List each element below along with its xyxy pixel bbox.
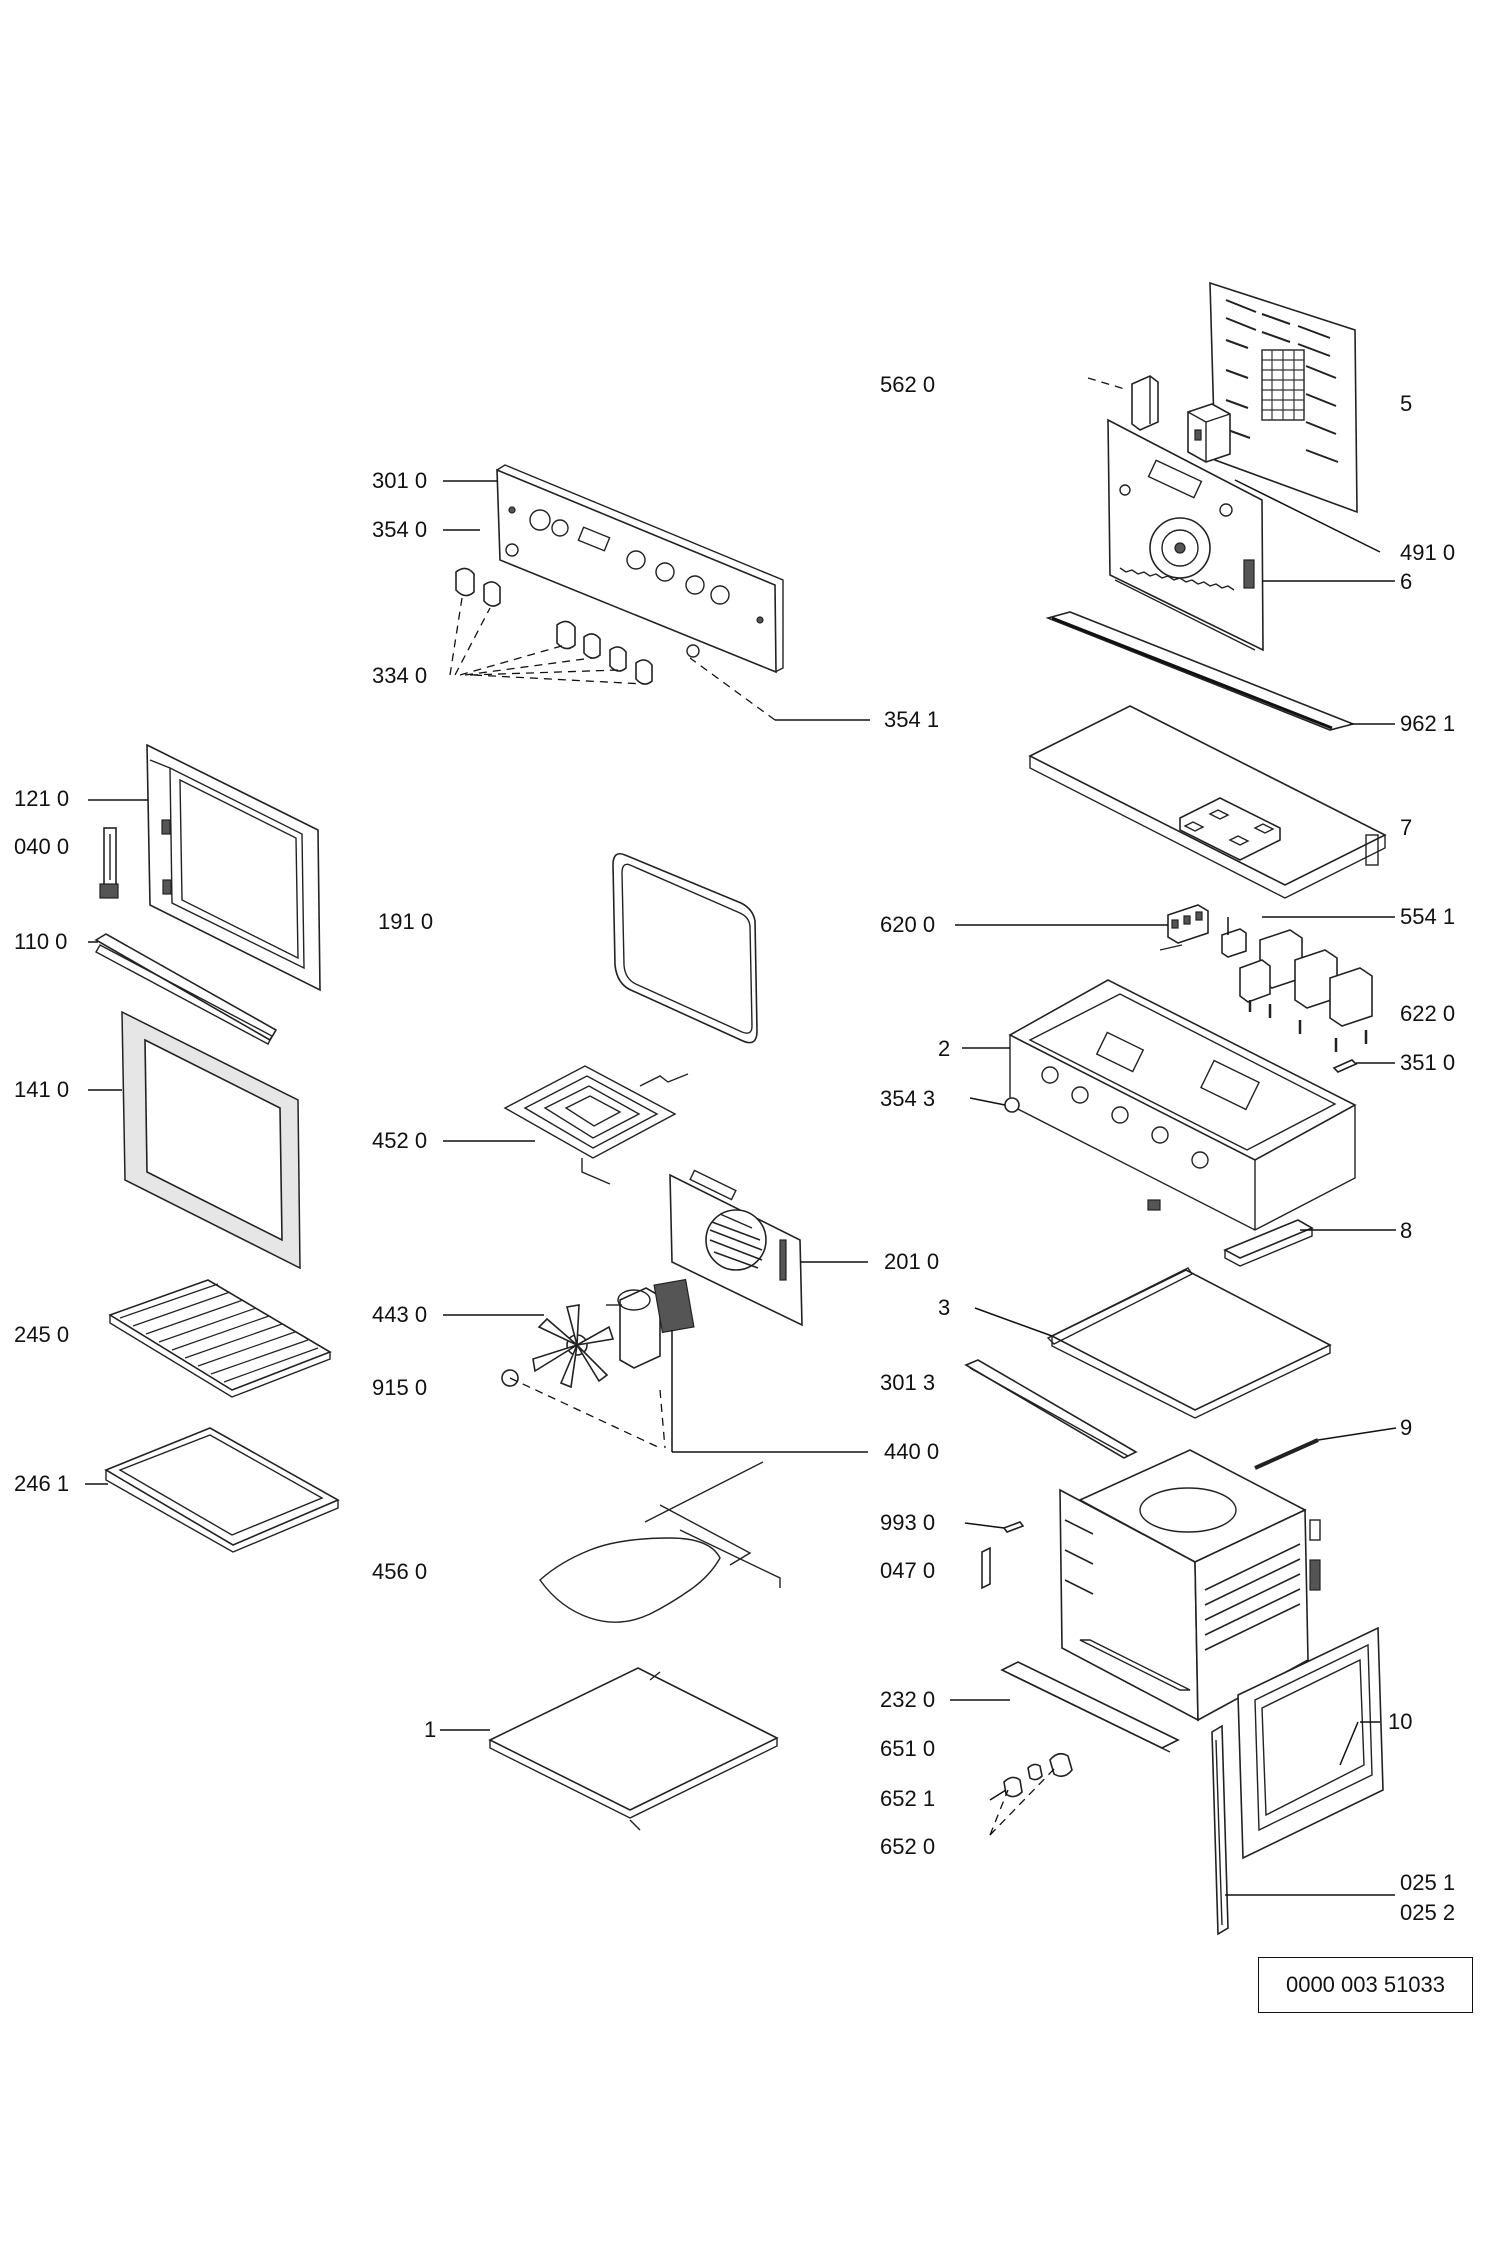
part-label: 652 0 — [880, 1834, 936, 1859]
baking-tray — [104, 1427, 340, 1553]
part-label: 301 3 — [880, 1370, 936, 1395]
part-label: 622 0 — [1400, 1001, 1456, 1026]
oven-door — [146, 743, 321, 992]
part-label: 201 0 — [884, 1249, 940, 1274]
part-label: 334 0 — [372, 663, 428, 688]
part-label: 452 0 — [372, 1128, 428, 1153]
part-label: 652 1 — [880, 1786, 936, 1811]
part-label: 246 1 — [14, 1471, 70, 1496]
part-label: 7 — [1400, 815, 1413, 840]
part-label: 993 0 — [880, 1510, 936, 1535]
control-box — [1008, 979, 1357, 1231]
oven-cavity — [1059, 1449, 1321, 1722]
part-label: 2 — [938, 1036, 951, 1061]
bracket — [981, 1546, 991, 1590]
part-label: 620 0 — [880, 912, 936, 937]
part-label: 354 1 — [884, 707, 940, 732]
wiring-diagram-sheet — [1209, 281, 1358, 514]
part-label: 456 0 — [372, 1559, 428, 1584]
part-label: 562 0 — [880, 372, 936, 397]
part-label: 962 1 — [1400, 711, 1456, 736]
gasket-strip — [1045, 611, 1356, 731]
fixing-pin — [1332, 1059, 1358, 1073]
rear-panel — [1107, 418, 1264, 652]
leader-lines — [85, 377, 1397, 1896]
top-cover — [1028, 705, 1387, 899]
lamp-parts — [1003, 1752, 1073, 1798]
part-label: 915 0 — [372, 1375, 428, 1400]
guide-rod — [1254, 1438, 1319, 1470]
knob-ring — [505, 543, 519, 557]
door-frame — [1237, 1626, 1384, 1860]
hinge-strip — [1211, 1724, 1229, 1936]
thermostat-group — [1221, 928, 1373, 1052]
part-label: 232 0 — [880, 1687, 936, 1712]
door-hinge — [99, 827, 119, 899]
part-label: 354 3 — [880, 1086, 936, 1111]
fan-cover — [669, 1169, 803, 1327]
part-label: 8 — [1400, 1218, 1413, 1243]
part-label: 245 0 — [14, 1322, 70, 1347]
terminal-block — [1159, 904, 1209, 951]
door-handle — [94, 933, 278, 1045]
part-label: 025 2 — [1400, 1900, 1456, 1925]
part-label: 651 0 — [880, 1736, 936, 1761]
transformer-part — [1187, 403, 1231, 463]
part-label: 1 — [424, 1717, 437, 1742]
trim-strip — [964, 1359, 1138, 1459]
knob-ring — [686, 644, 700, 658]
bottom-heater — [539, 1461, 781, 1623]
part-label: 110 0 — [14, 929, 68, 954]
part-label: 491 0 — [1400, 540, 1456, 565]
side-panel — [1046, 1267, 1332, 1419]
part-label: 040 0 — [14, 834, 70, 859]
part-label: 5 — [1400, 391, 1413, 416]
part-label: 025 1 — [1400, 1870, 1456, 1895]
grill-element — [503, 1065, 689, 1185]
part-label: 191 0 — [378, 909, 434, 934]
cavity-glass — [612, 852, 758, 1044]
screw — [1002, 1521, 1025, 1533]
part-label: 554 1 — [1400, 904, 1456, 929]
part-label: 354 0 — [372, 517, 428, 542]
part-label: 141 0 — [14, 1077, 70, 1102]
knobs — [455, 567, 653, 685]
wire-rack — [108, 1279, 332, 1398]
part-label: 6 — [1400, 569, 1413, 594]
fan-motor — [606, 1278, 695, 1369]
floor-plate — [488, 1667, 779, 1831]
part-label: 9 — [1400, 1415, 1413, 1440]
part-label: 047 0 — [880, 1558, 936, 1583]
part-label: 121 0 — [14, 786, 70, 811]
part-label: 443 0 — [372, 1302, 428, 1327]
inner-glass — [121, 1010, 301, 1270]
part-label: 440 0 — [884, 1439, 940, 1464]
document-number-box: 0000 003 51033 — [1258, 1957, 1473, 2013]
document-number: 0000 003 51033 — [1285, 1972, 1446, 1997]
part-label: 301 0 — [372, 468, 428, 493]
switch-part — [1131, 375, 1159, 431]
part-label: 10 — [1388, 1709, 1413, 1734]
control-panel — [496, 464, 784, 674]
cable-cover — [1223, 1219, 1314, 1267]
fan-blade — [532, 1304, 615, 1389]
lower-strip — [1000, 1661, 1180, 1753]
part-label: 3 — [938, 1295, 951, 1320]
part-label: 351 0 — [1400, 1050, 1456, 1075]
bush — [1004, 1097, 1020, 1113]
